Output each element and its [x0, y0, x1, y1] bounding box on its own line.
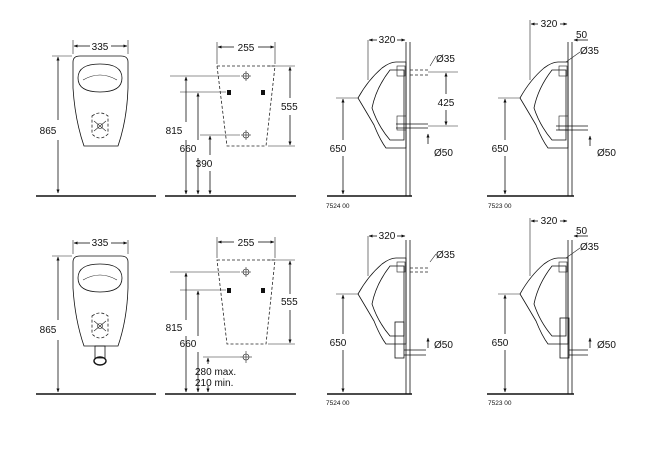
row-1: 335 865 255 [36, 19, 616, 210]
side-b-depth: 320 [541, 19, 558, 30]
side-b-inlet-dia: Ø35 [580, 46, 599, 57]
side-a-height: 650 [330, 144, 347, 155]
rear-view: 255 815 660 390 555 [166, 42, 298, 195]
side-b-code: 7523 00 [488, 400, 512, 407]
rear-height-frame: 555 [281, 102, 298, 113]
front-width: 335 [92, 42, 109, 53]
side-b-height: 650 [492, 144, 509, 155]
side-b-top-offset: 50 [576, 30, 588, 41]
side-a-code: 7524 00 [326, 203, 350, 210]
side-a-spacing: 425 [438, 98, 455, 109]
rear-height-low: 390 [196, 159, 213, 170]
side-a-height: 650 [330, 338, 347, 349]
rear-view: 255 815 660 280 max. 210 min. 555 [166, 237, 298, 393]
rear-height-total: 815 [166, 126, 183, 137]
side-a-code: 7524 00 [326, 400, 350, 407]
rear-height-total: 815 [166, 323, 183, 334]
row-2: 335 865 255 [36, 216, 616, 407]
front-view: 335 865 [40, 40, 129, 194]
side-b-height: 650 [492, 338, 509, 349]
front-view: 335 865 [40, 238, 129, 393]
front-height: 865 [40, 325, 57, 336]
rear-width: 255 [238, 43, 255, 54]
rear-height-frame: 555 [281, 297, 298, 308]
side-view-b: 320 50 Ø35 Ø50 650 7523 00 [488, 216, 616, 407]
side-a-outlet-dia: Ø50 [434, 148, 453, 159]
side-b-inlet-dia: Ø35 [580, 242, 599, 253]
side-b-outlet-dia: Ø50 [597, 340, 616, 351]
side-view-a: 320 Ø35 Ø50 650 7524 00 [326, 231, 455, 407]
front-width: 335 [92, 238, 109, 249]
front-height: 865 [40, 126, 57, 137]
side-view-a: 320 Ø35 425 Ø50 650 7524 00 [326, 35, 458, 210]
side-b-top-offset: 50 [576, 226, 588, 237]
side-view-b: 320 50 Ø35 Ø50 650 7523 00 [488, 19, 616, 210]
side-a-depth: 320 [379, 35, 396, 46]
side-a-inlet-dia: Ø35 [436, 54, 455, 65]
side-a-depth: 320 [379, 231, 396, 242]
rear-outlet-min: 210 min. [195, 378, 233, 389]
rear-height-mid: 660 [180, 339, 197, 350]
side-a-inlet-dia: Ø35 [436, 250, 455, 261]
side-b-outlet-dia: Ø50 [597, 148, 616, 159]
side-b-code: 7523 00 [488, 203, 512, 210]
rear-height-mid: 660 [180, 144, 197, 155]
side-a-outlet-dia: Ø50 [434, 340, 453, 351]
rear-width: 255 [238, 238, 255, 249]
rear-outlet-max: 280 max. [195, 367, 236, 378]
side-b-depth: 320 [541, 216, 558, 227]
